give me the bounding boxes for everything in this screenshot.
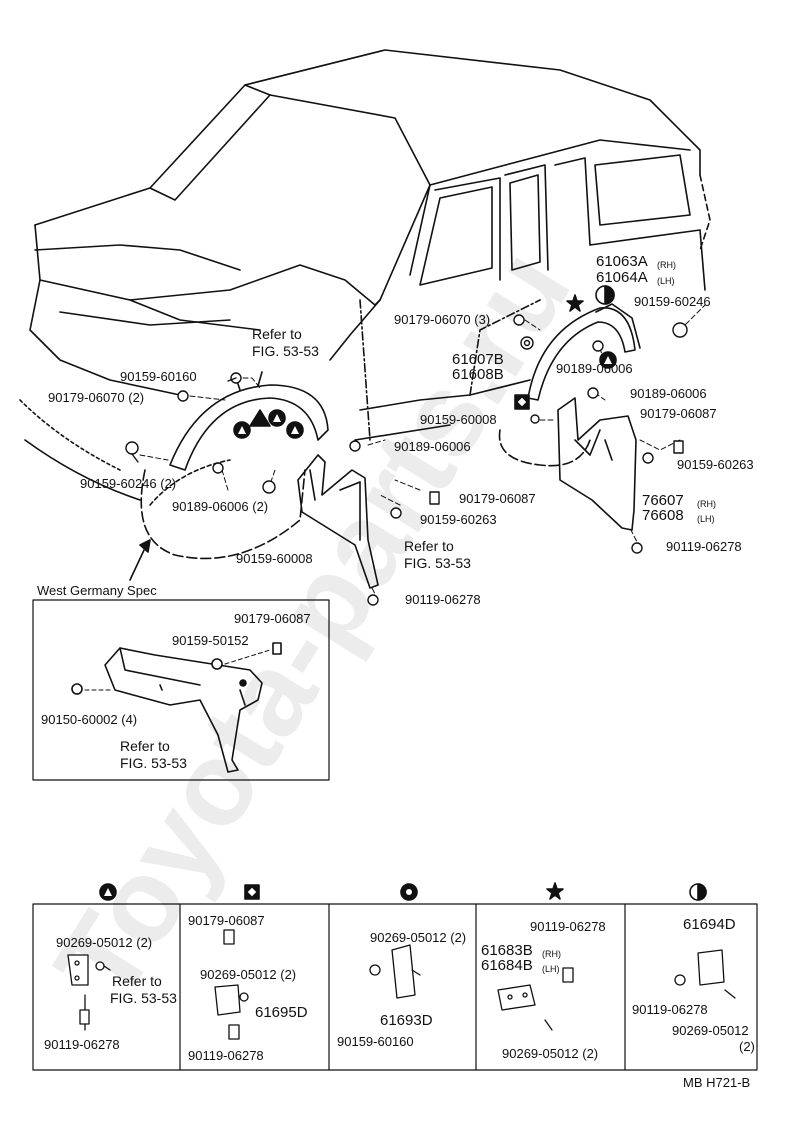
fasteners: [125, 314, 688, 606]
label-61064A: 61064A: [596, 269, 648, 286]
panel-half-label-61694D: 61694D: [683, 916, 736, 933]
label-90159-60263-rear: 90159-60263: [677, 457, 754, 472]
panel-star-label-61684B: 61684B: [481, 957, 533, 974]
panel-circle-label-61693D: 61693D: [380, 1012, 433, 1029]
label-61063A: 61063A: [596, 253, 648, 270]
label-90159-60008: 90159-60008: [236, 551, 313, 566]
label-76608-side: (LH): [697, 514, 715, 524]
refer-note-top-line1: Refer to: [252, 326, 302, 342]
label-90179-06087-rear: 90179-06087: [640, 406, 717, 421]
panel-header-symbols: [99, 882, 707, 901]
inset-label-90159-50152: 90159-50152: [172, 633, 249, 648]
refer-note-mid-line1: Refer to: [404, 538, 454, 554]
rear-mudguard: [557, 397, 637, 531]
panel-triangle-label-90269: 90269-05012 (2): [56, 935, 153, 950]
inset-label-90179-06087: 90179-06087: [234, 611, 311, 626]
inset-refer-line1: Refer to: [120, 738, 170, 754]
label-90119-06278-rear: 90119-06278: [666, 539, 742, 554]
label-90189-06006-c: 90189-06006: [394, 439, 471, 454]
front-fender-flare: [140, 371, 329, 560]
panel-circle-label-90159: 90159-60160: [337, 1034, 414, 1049]
panel-half-label-90269-qty: (2): [739, 1039, 755, 1054]
label-90159-60246-2: 90159-60246 (2): [80, 476, 177, 491]
arrow-line: [129, 547, 146, 581]
inset-refer-line2: FIG. 53-53: [120, 755, 187, 771]
panel-triangle-refer-line2: FIG. 53-53: [110, 990, 177, 1006]
label-90159-60263-mid: 90159-60263: [420, 512, 497, 527]
panel-parts: [67, 929, 736, 1040]
panel-star-label-61684B-side: (LH): [542, 964, 560, 974]
panel-triangle-label-90119: 90119-06278: [44, 1037, 120, 1052]
refer-note-top-line2: FIG. 53-53: [252, 343, 319, 359]
section-symbols: [233, 285, 617, 439]
label-90179-06087-mid: 90179-06087: [459, 491, 536, 506]
vehicle-outline: [19, 49, 711, 501]
label-90159-60246-rear: 90159-60246: [634, 294, 711, 309]
inset-label-90150-60002: 90150-60002 (4): [41, 712, 138, 727]
label-76607: 76607: [642, 492, 684, 509]
panel-star-label-90269: 90269-05012 (2): [502, 1046, 599, 1061]
diagram-code: MB H721-B: [683, 1075, 751, 1090]
panel-square-label-90269: 90269-05012 (2): [200, 967, 297, 982]
panel-star-label-90119: 90119-06278: [530, 919, 606, 934]
label-90159-60008-rear: 90159-60008: [420, 412, 497, 427]
label-90179-06070-3: 90179-06070 (3): [394, 312, 491, 327]
panel-half-label-90269: 90269-05012: [672, 1023, 749, 1038]
panel-square-label-61695D: 61695D: [255, 1004, 308, 1021]
inset-box: [32, 599, 330, 781]
detail-frame: [32, 903, 758, 1071]
label-90189-06006-2: 90189-06006 (2): [172, 499, 269, 514]
label-90189-06006-b: 90189-06006: [630, 386, 707, 401]
arrow-head: [139, 539, 151, 553]
label-90119-06278-mid: 90119-06278: [405, 592, 481, 607]
label-90189-06006-a: 90189-06006: [556, 361, 633, 376]
label-61608B: 61608B: [452, 366, 504, 383]
panel-square-label-90179: 90179-06087: [188, 913, 265, 928]
label-61064A-side: (LH): [657, 276, 675, 286]
panel-circle-label-90269: 90269-05012 (2): [370, 930, 467, 945]
label-76607-side: (RH): [697, 499, 716, 509]
rear-fender-flare: [498, 303, 641, 467]
label-90159-60160: 90159-60160: [120, 369, 197, 384]
panel-square-label-90119: 90119-06278: [188, 1048, 264, 1063]
label-90179-06070-2: 90179-06070 (2): [48, 390, 145, 405]
panel-star-label-61683B-side: (RH): [542, 949, 561, 959]
west-germany-spec-label: West Germany Spec: [37, 583, 157, 598]
label-61607B: 61607B: [452, 351, 504, 368]
panel-half-label-90119: 90119-06278: [632, 1002, 708, 1017]
front-mudguard: [297, 454, 379, 589]
label-76608: 76608: [642, 507, 684, 524]
panel-triangle-refer-line1: Refer to: [112, 973, 162, 989]
label-61063A-side: (RH): [657, 260, 676, 270]
refer-note-mid-line2: FIG. 53-53: [404, 555, 471, 571]
panel-star-label-61683B: 61683B: [481, 942, 533, 959]
